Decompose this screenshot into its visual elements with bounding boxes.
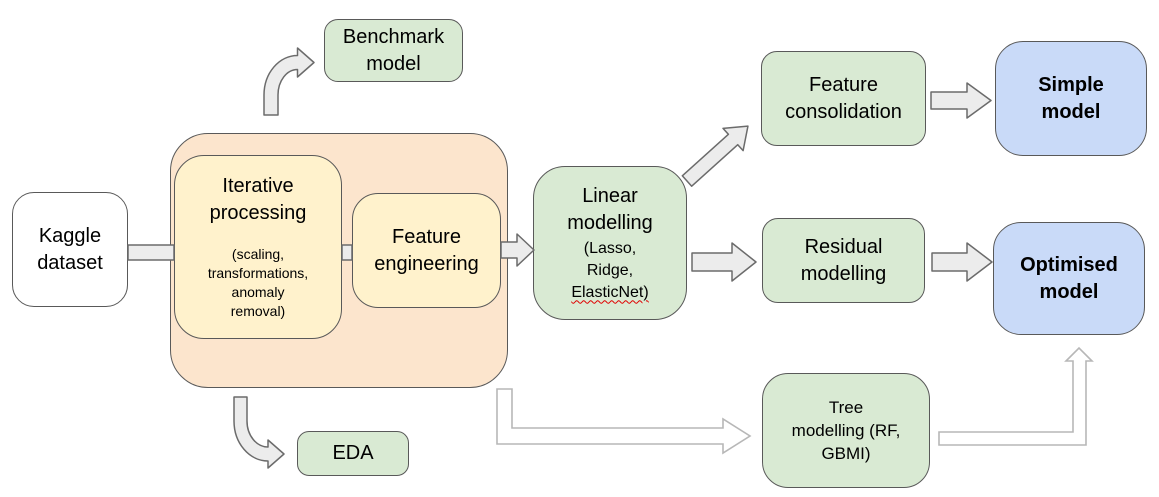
node-sublabel: (Lasso, Ridge, — [583, 239, 637, 279]
node-label: Residual modelling — [800, 235, 887, 285]
node-label: Iterative processing — [209, 175, 307, 224]
node-label: Feature engineering — [374, 225, 479, 275]
node-label: EDA — [332, 442, 374, 464]
arrow-linear-to-feature-consolidation — [681, 125, 749, 187]
node-sublabel: (scaling, transformations, anomaly remov… — [207, 246, 309, 319]
node-tree-modelling: Tree modelling (RF, GBMI) — [762, 373, 930, 488]
node-label: Linear modelling — [567, 184, 653, 234]
node-simple-model: Simple model — [995, 41, 1147, 156]
node-label: Kaggle dataset — [37, 224, 103, 274]
node-label: Optimised model — [1020, 253, 1118, 303]
arrow-linear-to-residual-modelling — [691, 242, 757, 282]
arrow-tree-to-optimised-model — [938, 346, 1094, 446]
node-sublabel-spellcheck: ElasticNet) — [571, 283, 649, 301]
node-benchmark-model: Benchmark model — [324, 19, 463, 82]
arrow-processing-to-benchmark-model — [263, 47, 315, 116]
node-iterative-processing: Iterative processing (scaling, transform… — [174, 155, 342, 339]
node-label: Simple model — [1038, 73, 1104, 123]
arrow-residual-to-optimised-model — [931, 242, 993, 282]
arrow-processing-to-tree-modelling — [496, 388, 752, 455]
arrow-processing-to-eda — [233, 396, 285, 469]
node-label: Feature consolidation — [785, 73, 902, 123]
node-label: Tree modelling (RF, GBMI) — [791, 398, 901, 463]
node-eda: EDA — [297, 431, 409, 476]
node-feature-consolidation: Feature consolidation — [761, 51, 926, 146]
arrow-consolidation-to-simple-model — [930, 82, 992, 119]
node-linear-modelling: Linear modelling (Lasso, Ridge, ElasticN… — [533, 166, 687, 320]
node-feature-engineering: Feature engineering — [352, 193, 501, 308]
node-residual-modelling: Residual modelling — [762, 218, 925, 303]
node-label: Benchmark model — [342, 25, 445, 75]
node-kaggle-dataset: Kaggle dataset — [12, 192, 128, 307]
connector-kaggle-to-processing — [127, 244, 175, 261]
node-optimised-model: Optimised model — [993, 222, 1145, 335]
